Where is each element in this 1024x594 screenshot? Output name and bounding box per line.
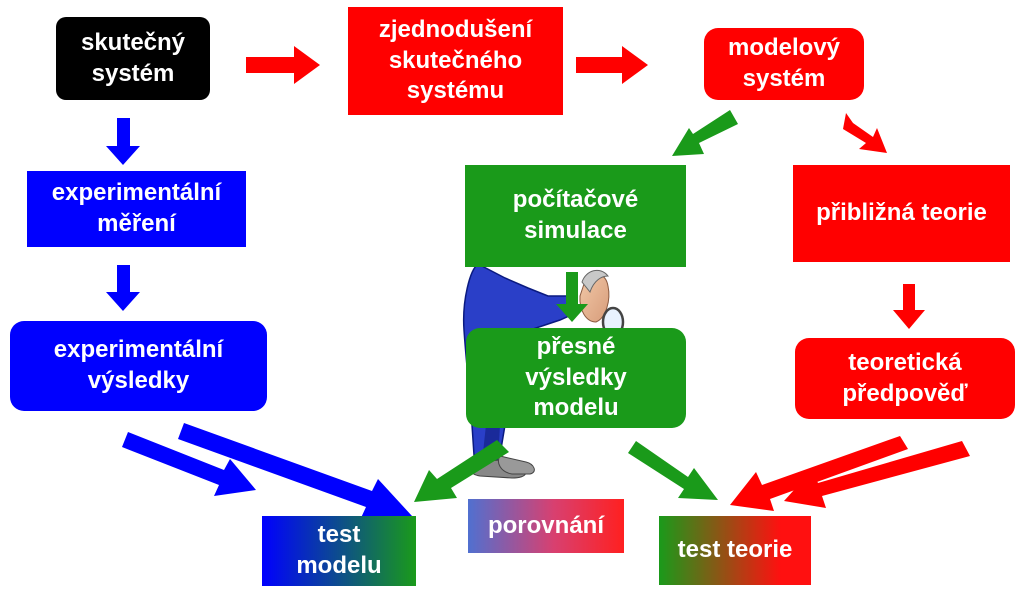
node-simplification: zjednodušení skutečného systému — [348, 7, 563, 115]
node-exact-model-results: přesné výsledky modelu — [466, 328, 686, 428]
node-real-system: skutečný systém — [56, 17, 210, 100]
arrow-experiment-to-model-test-a — [122, 432, 256, 496]
node-model-system: modelový systém — [704, 28, 864, 100]
node-model-test: test modelu — [262, 516, 416, 586]
node-computer-simulation: počítačové simulace — [465, 165, 686, 267]
arrow-experiment-to-model-test-b — [178, 423, 412, 520]
arrow-real-to-measurement — [106, 118, 140, 165]
arrow-prediction-to-theory-test-a — [730, 436, 908, 511]
node-experimental-measurement: experimentální měření — [27, 171, 246, 247]
arrow-exact-to-theory-test — [628, 441, 718, 500]
node-approximate-theory: přibližná teorie — [793, 165, 1010, 262]
arrow-theory-to-prediction — [893, 284, 925, 329]
arrow-prediction-to-theory-test-b — [784, 441, 970, 508]
node-comparison: porovnání — [468, 499, 624, 553]
arrow-model-to-theory — [843, 113, 887, 153]
arrow-simulation-to-exact-results — [556, 272, 588, 322]
node-theoretical-prediction: teoretická předpověď — [795, 338, 1015, 419]
node-theory-test: test teorie — [659, 516, 811, 585]
arrow-real-to-simplification — [246, 46, 320, 84]
arrow-simplification-to-model — [576, 46, 648, 84]
arrow-model-to-simulation — [672, 110, 738, 156]
node-experimental-results: experimentální výsledky — [10, 321, 267, 411]
arrow-measurement-to-results — [106, 265, 140, 311]
arrow-exact-to-model-test — [414, 440, 509, 502]
